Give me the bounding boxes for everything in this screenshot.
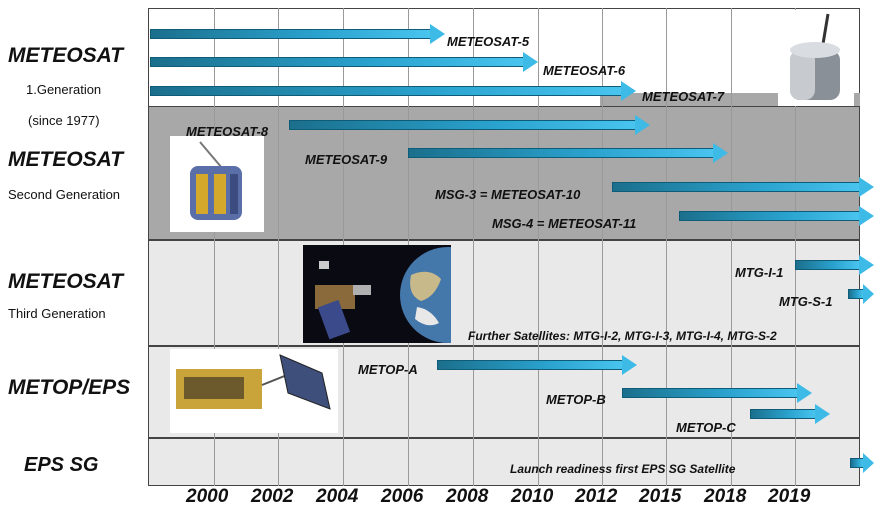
label-metop-b: METOP-B	[546, 392, 606, 407]
year-2004: 2004	[316, 486, 359, 507]
arrow-msg-3	[612, 177, 874, 197]
label-meteosat-5: METEOSAT-5	[447, 34, 530, 49]
year-2012: 2012	[575, 486, 618, 507]
meteosat-first-gen-satellite-image	[778, 10, 854, 106]
year-2019: 2019	[768, 486, 811, 507]
label-mtg-i-1: MTG-I-1	[735, 265, 784, 280]
arrow-meteosat-9	[408, 143, 728, 163]
year-2008: 2008	[446, 486, 489, 507]
arrow-mtg-i-1	[795, 255, 874, 275]
program-title-eps-sg: EPS SG	[24, 454, 99, 476]
program-title-meteosat-1: METEOSAT	[8, 44, 124, 67]
arrow-meteosat-7	[150, 81, 636, 101]
grid-line	[795, 8, 796, 486]
band-meteosat-third-gen	[148, 240, 860, 346]
program-title-meteosat-3: METEOSAT	[8, 270, 124, 293]
label-mtg-s-1: MTG-S-1	[779, 294, 833, 309]
grid-line	[473, 8, 474, 486]
metop-satellite-image	[170, 349, 338, 433]
program-sub-third-gen: Third Generation	[8, 306, 106, 321]
further-satellites-note: Further Satellites: MTG-I-2, MTG-I-3, MT…	[468, 329, 777, 343]
year-2002: 2002	[251, 486, 294, 507]
label-metop-c: METOP-C	[676, 420, 736, 435]
label-metop-a: METOP-A	[358, 362, 418, 377]
mtg-earth-image	[303, 245, 496, 343]
arrow-metop-a	[437, 355, 637, 375]
arrow-mtg-s-1	[848, 284, 874, 304]
program-title-metop: METOP/EPS	[8, 376, 131, 399]
grid-line	[602, 8, 603, 486]
grid-line	[731, 8, 732, 486]
band-eps-sg	[148, 438, 860, 486]
arrow-meteosat-5	[150, 24, 445, 44]
program-sub-second-gen: Second Generation	[8, 187, 121, 202]
arrow-metop-b	[622, 383, 812, 403]
label-eps-sg-launch: Launch readiness first EPS SG Satellite	[510, 462, 736, 476]
arrow-eps-sg	[850, 453, 874, 473]
label-meteosat-7: METEOSAT-7	[642, 89, 725, 104]
program-sub-since-1977: (since 1977)	[28, 113, 100, 128]
label-meteosat-8: METEOSAT-8	[186, 124, 269, 139]
grid-line	[278, 8, 279, 486]
arrow-metop-c	[750, 404, 830, 424]
year-2018: 2018	[704, 486, 747, 507]
label-msg-4: MSG-4 = METEOSAT-11	[492, 216, 637, 231]
label-msg-3: MSG-3 = METEOSAT-10	[435, 187, 581, 202]
grid-line	[666, 8, 667, 486]
label-meteosat-9: METEOSAT-9	[305, 152, 388, 167]
year-2000: 2000	[186, 486, 229, 507]
year-2010: 2010	[511, 486, 554, 507]
program-title-meteosat-2: METEOSAT	[8, 148, 124, 171]
arrow-meteosat-8	[289, 115, 650, 135]
msg-satellite-image	[170, 136, 264, 232]
label-meteosat-6: METEOSAT-6	[543, 63, 626, 78]
grid-line	[214, 8, 215, 486]
grid-line	[538, 8, 539, 486]
arrow-meteosat-6	[150, 52, 538, 72]
arrow-msg-4	[679, 206, 874, 226]
program-sub-1-generation: 1.Generation	[26, 82, 102, 97]
year-2015: 2015	[639, 486, 682, 507]
year-2006: 2006	[381, 486, 424, 507]
